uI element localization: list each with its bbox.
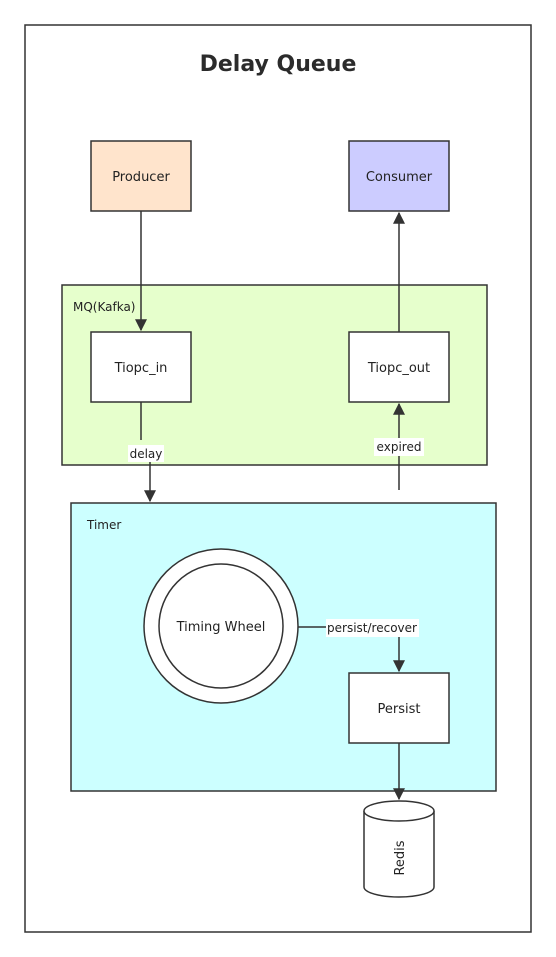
- expired-label-bg: [374, 438, 424, 456]
- delay-arrow: [141, 402, 150, 501]
- topic-in-label: Tiopc_in: [114, 361, 168, 376]
- timer-label: Timer: [86, 518, 121, 532]
- mq-label: MQ(Kafka): [73, 300, 136, 314]
- expired-label: expired: [377, 440, 422, 454]
- delay-label-bg: [128, 445, 164, 462]
- diagram-title: Delay Queue: [200, 52, 357, 77]
- redis-cylinder[interactable]: [363, 800, 435, 898]
- topic-out-label: Tiopc_out: [367, 361, 430, 376]
- timing-wheel[interactable]: [158, 563, 284, 689]
- persist-label: Persist: [378, 702, 421, 717]
- delay-label: delay: [130, 447, 163, 461]
- producer-label: Producer: [112, 170, 170, 185]
- timing-wheel-label: Timing Wheel: [176, 620, 266, 635]
- redis-label: Redis: [393, 840, 408, 875]
- persist-box[interactable]: [348, 672, 450, 744]
- topic-in-box[interactable]: [90, 331, 192, 403]
- consumer-box[interactable]: [348, 140, 450, 212]
- persist-recover-label-bg: [326, 619, 419, 637]
- consumer-label: Consumer: [366, 170, 433, 185]
- persist-recover-label: persist/recover: [327, 621, 417, 635]
- producer-box[interactable]: [90, 140, 192, 212]
